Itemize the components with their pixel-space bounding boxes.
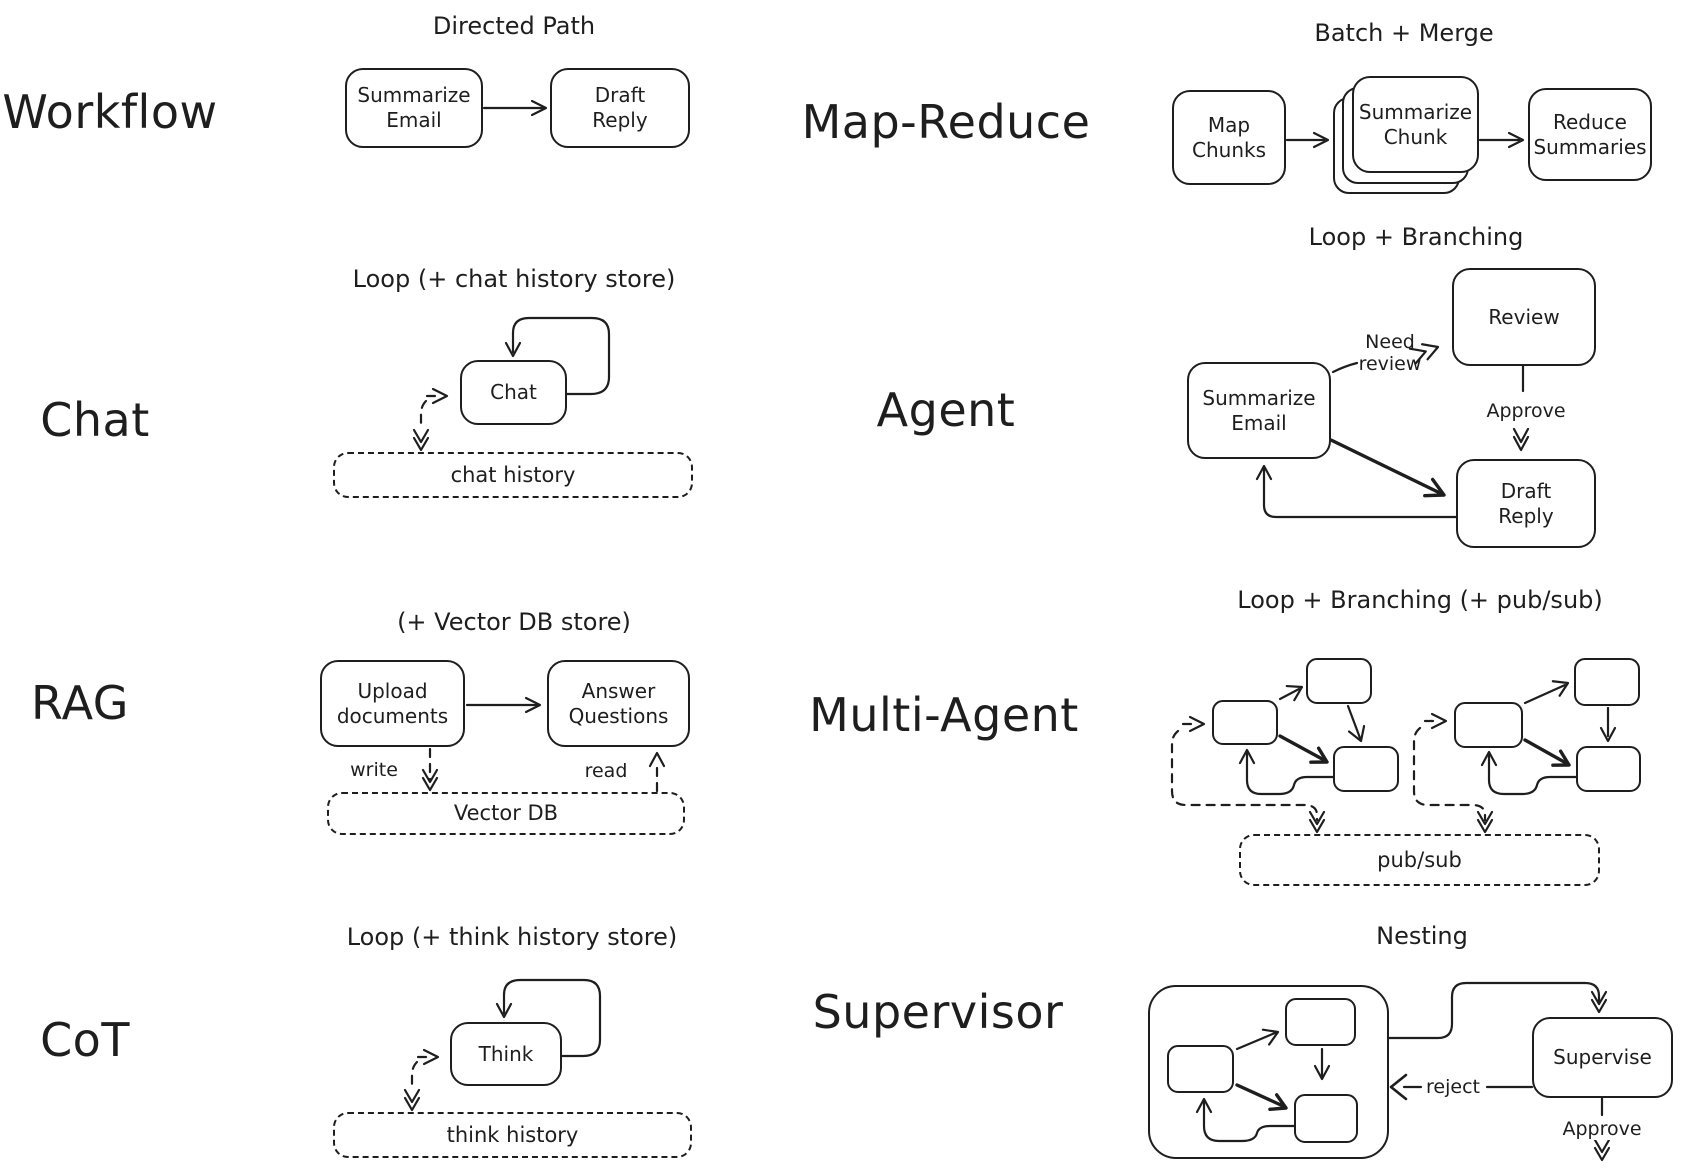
agent-edge-label-need-review: Need review bbox=[1358, 331, 1422, 375]
multi-agent-cluster2-arrows bbox=[1412, 680, 1617, 834]
rag-node-answer-questions: Answer Questions bbox=[547, 660, 690, 747]
section-label-workflow: Workflow bbox=[2, 85, 218, 139]
agent-title: Loop + Branching bbox=[1308, 223, 1524, 251]
agent-arrows bbox=[1255, 343, 1530, 519]
supervisor-nested-frame bbox=[1148, 985, 1389, 1159]
workflow-node-draft-reply: Draft Reply bbox=[550, 68, 690, 148]
map-reduce-node-summarize-chunk: Summarize Chunk bbox=[1352, 76, 1479, 173]
chat-history-store: chat history bbox=[333, 452, 693, 498]
agent-node-summarize-email: Summarize Email bbox=[1187, 362, 1331, 459]
supervisor-inner-node-top bbox=[1285, 998, 1356, 1046]
rag-edge-label-write: write bbox=[348, 759, 400, 781]
chat-title: Loop (+ chat history store) bbox=[352, 265, 676, 293]
multi-agent-c2-node-left bbox=[1454, 702, 1523, 748]
agent-node-review: Review bbox=[1452, 268, 1596, 366]
multi-agent-c2-node-top bbox=[1574, 658, 1640, 706]
map-reduce-node-reduce-summaries: Reduce Summaries bbox=[1528, 88, 1652, 181]
multi-agent-title: Loop + Branching (+ pub/sub) bbox=[1237, 586, 1603, 614]
supervisor-edge-label-approve: Approve bbox=[1560, 1118, 1644, 1140]
cot-history-store: think history bbox=[333, 1112, 692, 1158]
workflow-arrow bbox=[482, 99, 548, 117]
workflow-title: Directed Path bbox=[432, 12, 596, 40]
rag-arrows bbox=[421, 696, 666, 793]
multi-agent-c1-node-top bbox=[1306, 658, 1372, 704]
chat-node: Chat bbox=[460, 360, 567, 425]
cot-title: Loop (+ think history store) bbox=[346, 923, 678, 951]
workflow-node-summarize-email: Summarize Email bbox=[345, 68, 483, 148]
multi-agent-pubsub-store: pub/sub bbox=[1239, 834, 1600, 886]
section-label-supervisor: Supervisor bbox=[812, 985, 1064, 1039]
supervisor-title: Nesting bbox=[1376, 922, 1468, 950]
supervisor-node-supervise: Supervise bbox=[1532, 1017, 1673, 1098]
chat-history-arrows bbox=[412, 387, 449, 452]
multi-agent-cluster1-arrows bbox=[1170, 684, 1366, 834]
chat-loop-arrow bbox=[504, 316, 611, 396]
section-label-rag: RAG bbox=[31, 676, 129, 730]
supervisor-inner-node-left bbox=[1167, 1045, 1234, 1093]
supervisor-edge-label-reject: reject bbox=[1424, 1076, 1482, 1098]
section-label-chat: Chat bbox=[40, 393, 150, 447]
agent-node-draft-reply: Draft Reply bbox=[1456, 459, 1596, 548]
multi-agent-c2-node-bottom bbox=[1576, 746, 1641, 792]
section-label-agent: Agent bbox=[876, 383, 1016, 437]
section-label-map-reduce: Map-Reduce bbox=[801, 95, 1091, 149]
section-label-multi-agent: Multi-Agent bbox=[809, 688, 1079, 742]
cot-loop-arrow bbox=[495, 978, 602, 1058]
multi-agent-c1-node-left bbox=[1212, 700, 1278, 745]
cot-history-arrows bbox=[403, 1048, 440, 1112]
rag-vector-db-store: Vector DB bbox=[327, 792, 685, 835]
cot-node-think: Think bbox=[450, 1022, 562, 1086]
rag-node-upload-documents: Upload documents bbox=[320, 660, 465, 747]
rag-edge-label-read: read bbox=[582, 760, 630, 782]
supervisor-arrows bbox=[1195, 981, 1611, 1162]
rag-title: (+ Vector DB store) bbox=[397, 608, 631, 636]
map-reduce-title: Batch + Merge bbox=[1314, 19, 1494, 47]
multi-agent-c1-node-bottom bbox=[1333, 746, 1399, 792]
map-reduce-arrows bbox=[1285, 131, 1525, 149]
supervisor-inner-node-bottom bbox=[1294, 1094, 1358, 1143]
section-label-cot: CoT bbox=[40, 1013, 130, 1067]
agent-edge-label-approve: Approve bbox=[1484, 400, 1568, 422]
map-reduce-node-map-chunks: Map Chunks bbox=[1172, 90, 1286, 185]
